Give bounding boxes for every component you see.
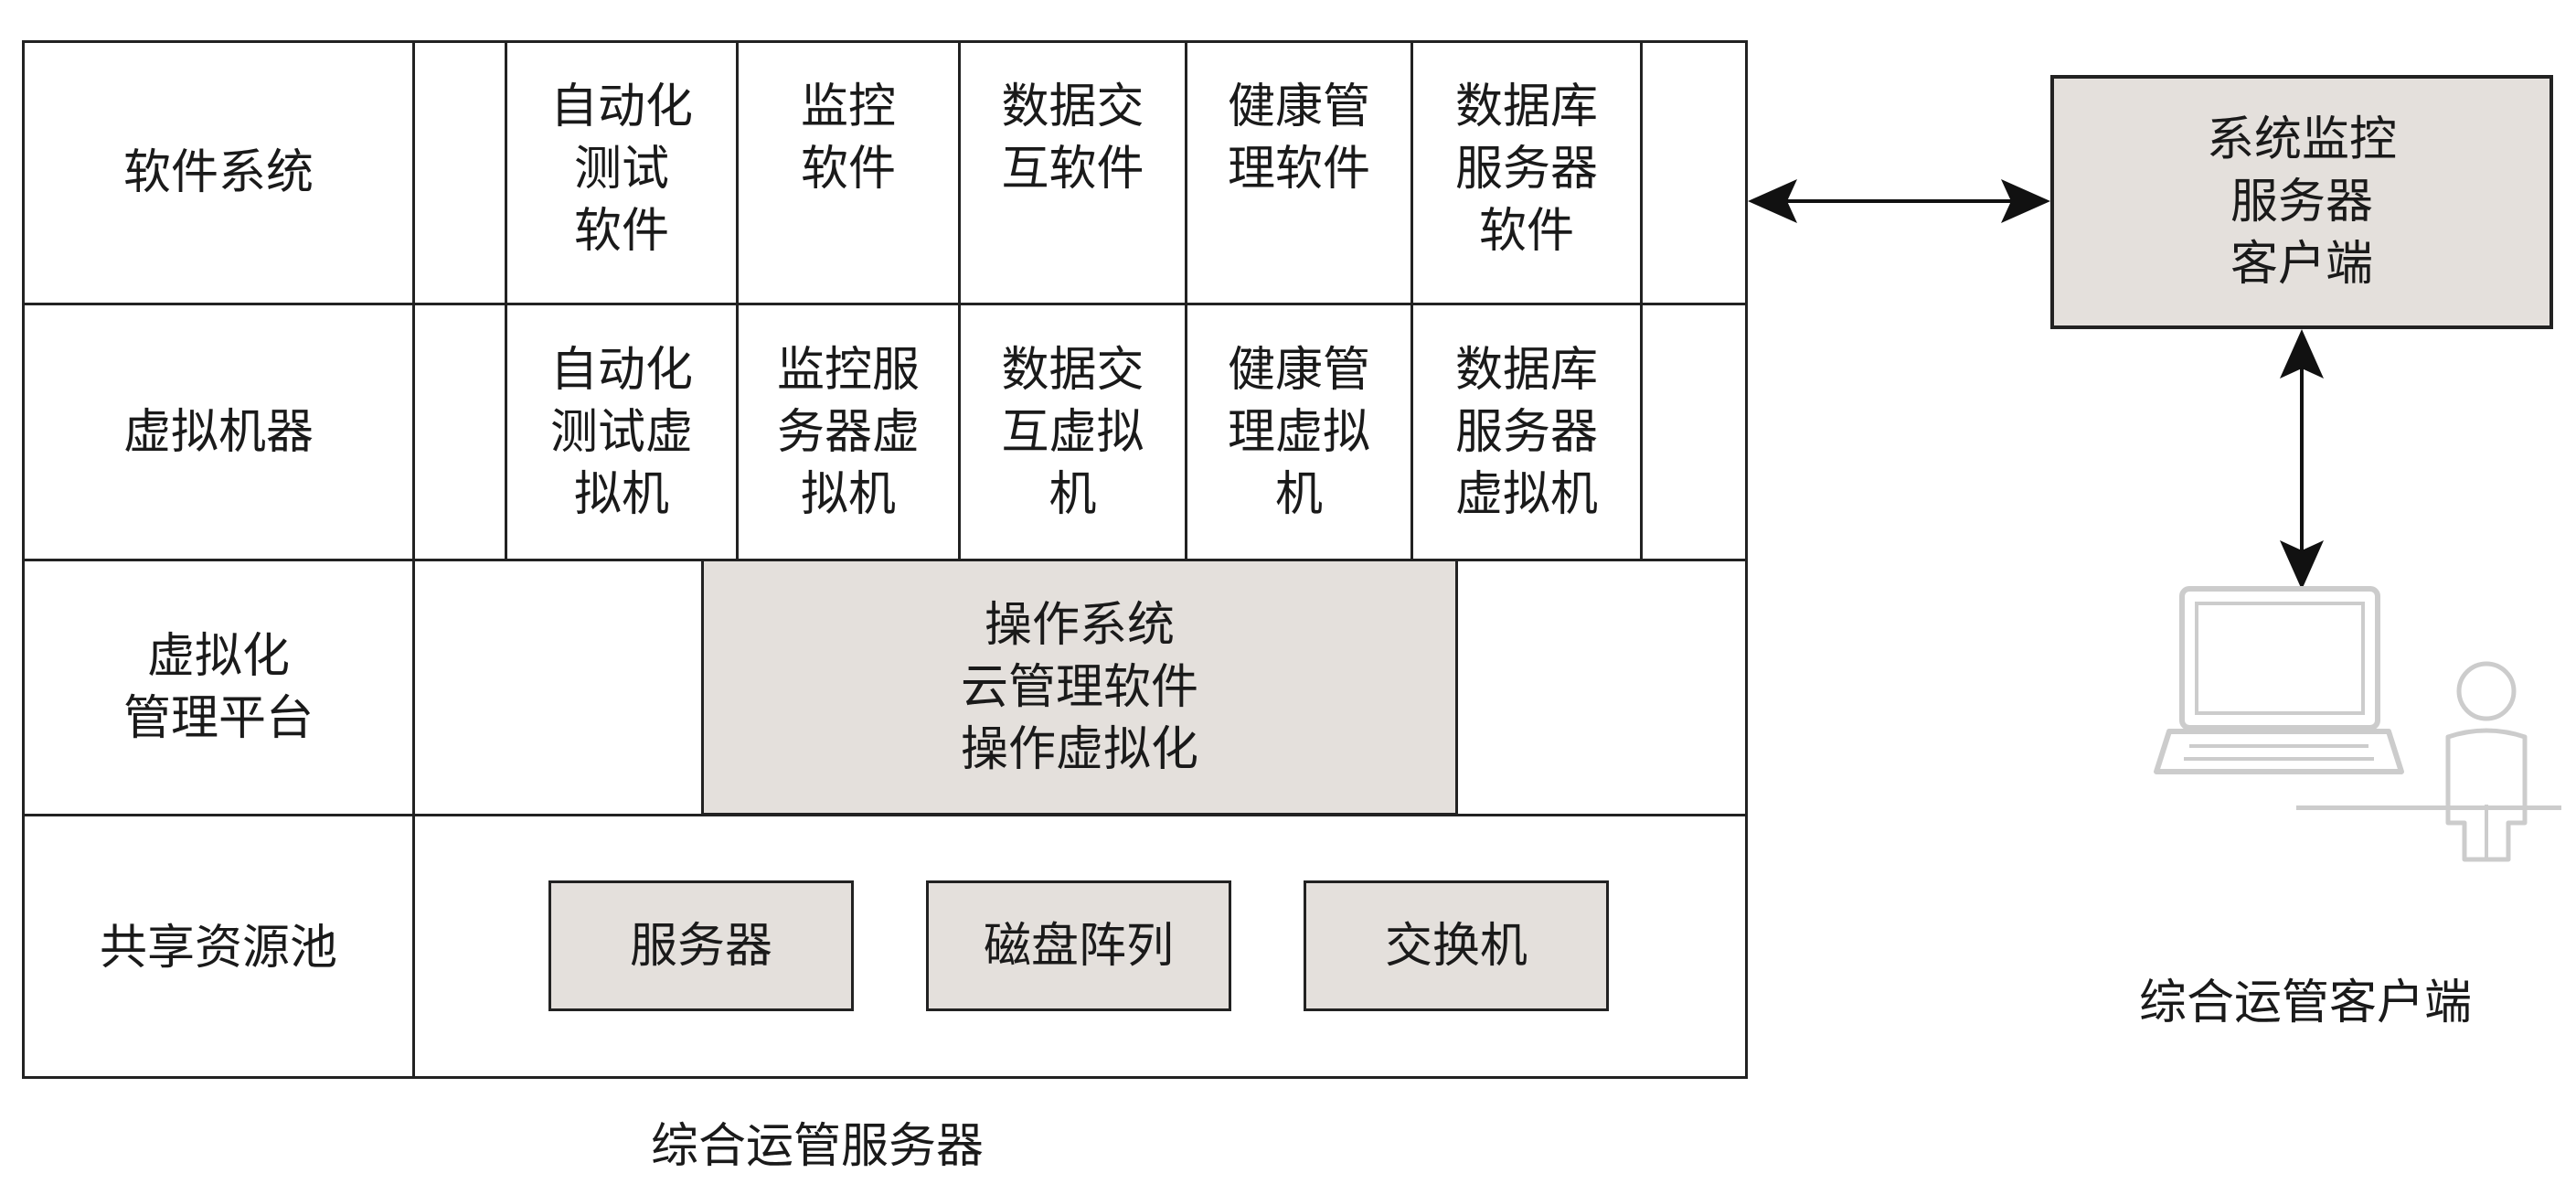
software-cell-text: 数据交 互软件 (1001, 80, 1144, 197)
vm-cell-text: 自动化 测试虚 拟机 (549, 342, 693, 522)
vm-cell-database: 数据库 服务器 虚拟机 (1410, 303, 1643, 561)
software-cell-monitor: 监控 软件 (736, 40, 961, 305)
software-cell-database: 数据库 服务器 软件 (1410, 40, 1643, 305)
layer-label-platform: 虚拟化 管理平台 (122, 629, 314, 746)
software-cell-health: 健康管 理软件 (1185, 40, 1413, 305)
vm-cell-health: 健康管 理虚拟 机 (1185, 303, 1413, 561)
monitor-client-box: 系统监控 服务器 客户端 (2050, 75, 2553, 329)
layer-label-software: 软件系统 (122, 145, 314, 200)
layer-label-resource-pool: 共享资源池 (99, 920, 337, 976)
vm-cell-text: 监控服 务器虚 拟机 (776, 342, 920, 522)
laptop-icon (2154, 586, 2404, 774)
resource-text: 服务器 (629, 918, 772, 974)
person-icon (2445, 661, 2528, 862)
resource-box-disk-array: 磁盘阵列 (926, 880, 1231, 1011)
desk-line (2296, 805, 2561, 810)
layer-label-vm: 虚拟机器 (122, 404, 314, 460)
software-cell-text: 健康管 理软件 (1227, 80, 1370, 197)
monitor-client-text: 系统监控 服务器 客户端 (2206, 112, 2397, 292)
software-cell-text: 监控 软件 (800, 80, 896, 197)
ops-client-caption: 综合运管客户端 (2139, 976, 2473, 1030)
resource-text: 磁盘阵列 (983, 918, 1174, 974)
vm-cell-monitor: 监控服 务器虚 拟机 (736, 303, 961, 561)
vm-cell-text: 数据库 服务器 虚拟机 (1454, 342, 1598, 522)
vm-cell-text: 健康管 理虚拟 机 (1227, 342, 1370, 522)
software-cell-text: 自动化 测试 软件 (549, 80, 693, 259)
resource-box-server: 服务器 (548, 880, 854, 1011)
vm-cell-text: 数据交 互虚拟 机 (1001, 342, 1144, 522)
resource-box-switch: 交换机 (1304, 880, 1609, 1011)
software-cell-data-exchange: 数据交 互软件 (958, 40, 1187, 305)
vm-cell-autotest: 自动化 测试虚 拟机 (505, 303, 739, 561)
software-cell-text: 数据库 服务器 软件 (1454, 80, 1598, 259)
server-caption: 综合运管服务器 (651, 1119, 985, 1174)
vm-cell-data-exchange: 数据交 互虚拟 机 (958, 303, 1187, 561)
label-column-divider (412, 40, 415, 1079)
platform-text: 操作系统 云管理软件 操作虚拟化 (960, 597, 1198, 777)
software-cell-autotest: 自动化 测试 软件 (505, 40, 739, 305)
platform-box: 操作系统 云管理软件 操作虚拟化 (701, 559, 1458, 816)
resource-text: 交换机 (1384, 918, 1528, 974)
